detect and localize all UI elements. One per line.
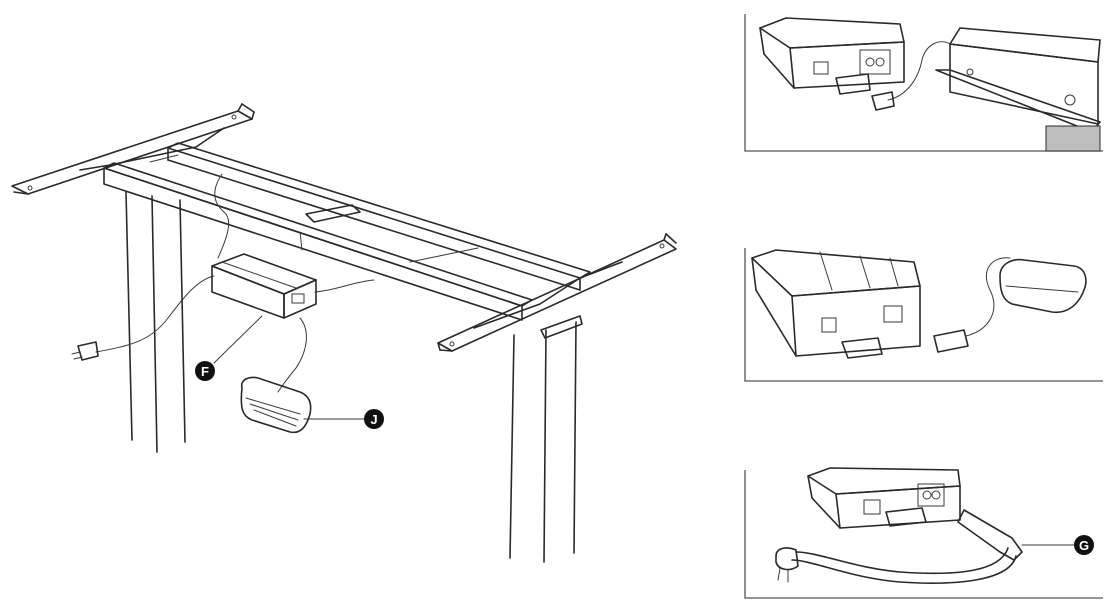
- plug-icon: [71, 341, 99, 361]
- callout-power-cord: G: [1021, 535, 1094, 555]
- detail-panel-motor-connection: [744, 14, 1103, 152]
- right-leg: [509, 315, 583, 563]
- front-crossbar: [103, 162, 533, 321]
- right-top-bracket: [437, 233, 677, 352]
- control-box: [211, 253, 317, 319]
- callout-f-label: F: [201, 364, 209, 379]
- motor-cable: [214, 173, 230, 259]
- callout-j-label: J: [370, 412, 377, 427]
- rear-crossbar: [167, 142, 591, 291]
- power-cord-main: [95, 275, 215, 353]
- desk-frame-illustration: F J: [11, 103, 677, 563]
- callout-control-box: F: [195, 315, 263, 381]
- callout-handset: J: [303, 409, 384, 429]
- detail-panel-power-connection: G: [744, 467, 1103, 599]
- left-leg: [125, 191, 186, 453]
- center-rail: [149, 154, 479, 263]
- left-top-bracket: [11, 103, 255, 195]
- callout-g-label: G: [1079, 538, 1089, 553]
- plug-icon: [775, 547, 799, 583]
- detail-panel-handset-connection: [744, 248, 1103, 382]
- handset: [240, 376, 312, 434]
